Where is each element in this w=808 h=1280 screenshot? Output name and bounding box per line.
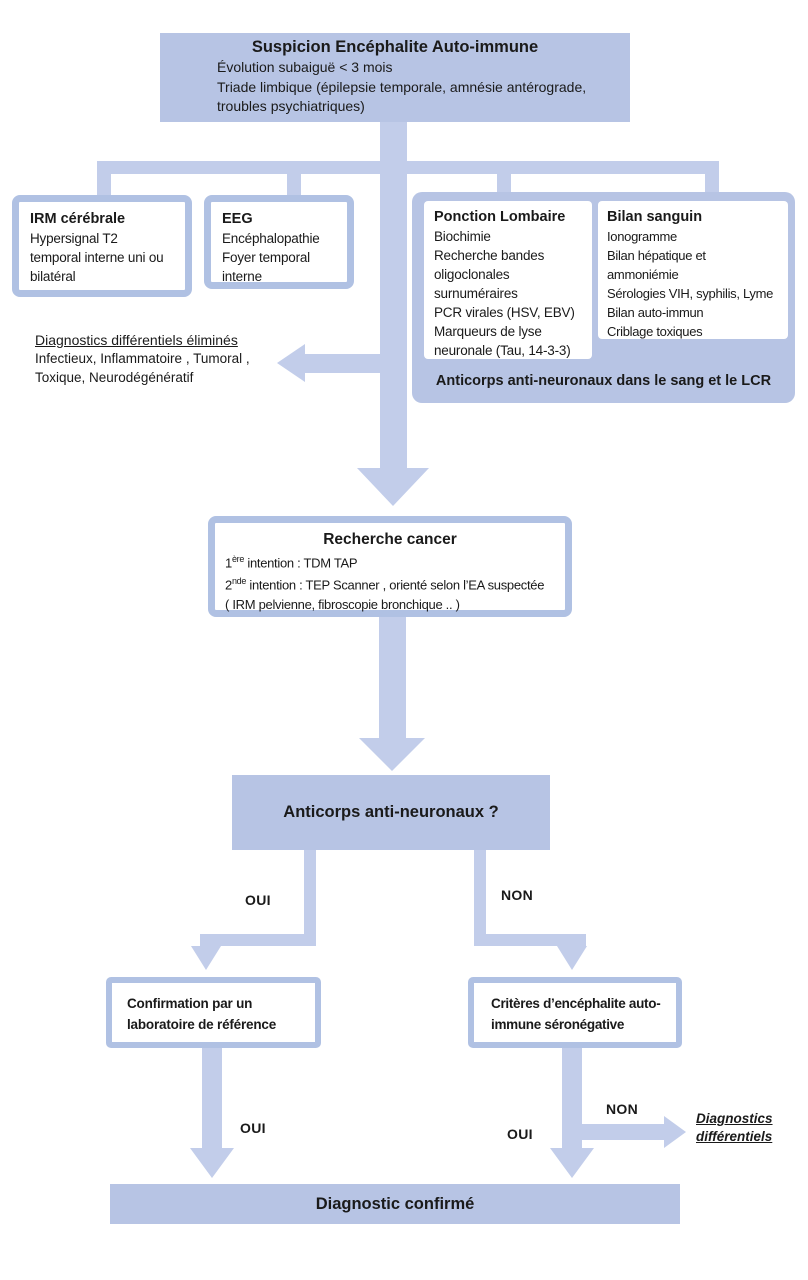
non-side-arrowhead — [664, 1116, 686, 1148]
down-arrowhead-main — [357, 468, 429, 506]
cancer-line-2: 2nde intention : TEP Scanner , orienté s… — [215, 572, 565, 594]
non-branch-hline — [474, 934, 586, 946]
ponction-line: surnuméraires — [434, 286, 518, 301]
differentials-line: Infectieux, Inflammatoire , Tumoral , — [35, 351, 250, 366]
secondary-differentials: Diagnostics différentiels — [696, 1110, 791, 1146]
oui-branch-arrowhead — [191, 946, 221, 970]
suspicion-line: Triade limbique (épilepsie temporale, am… — [217, 78, 587, 95]
eeg-line: Foyer temporal — [222, 250, 310, 265]
seronegative-down-arrowhead — [550, 1148, 594, 1178]
distribution-bar — [97, 161, 719, 174]
eeg-title: EEG — [222, 211, 253, 227]
cancer-line-1-sup: ère — [231, 554, 245, 564]
cancer-line-2-text: intention : TEP Scanner , orienté selon … — [246, 577, 545, 593]
seronegative-node: Critères d’encéphalite auto- immune séro… — [468, 977, 682, 1048]
bilan-line: Ionogramme — [607, 229, 677, 244]
diagnosis-confirmed-bar: Diagnostic confirmé — [110, 1184, 680, 1224]
confirmation-line: Confirmation par un — [127, 996, 253, 1011]
main-vertical-line — [380, 122, 407, 468]
antibody-banner: Anticorps anti-neuronaux dans le sang et… — [435, 373, 772, 389]
left-arrow-shaft — [303, 354, 407, 373]
ponction-title: Ponction Lombaire — [434, 209, 566, 225]
cancer-line-1-text: intention : TDM TAP — [244, 555, 358, 571]
differentials-line: Toxique, Neurodégénératif — [35, 369, 194, 385]
non-side-arrow-shaft — [582, 1124, 664, 1140]
bilan-line: Bilan auto-immun — [607, 305, 704, 320]
confirmation-down-arrowhead — [190, 1148, 234, 1178]
cancer-title: Recherche cancer — [323, 531, 457, 548]
non-branch-vline — [474, 850, 486, 946]
confirmation-node: Confirmation par un laboratoire de référ… — [106, 977, 321, 1048]
differentials-heading: Diagnostics différentiels éliminés — [35, 332, 238, 348]
eeg-line: interne — [222, 269, 262, 284]
cancer-line-2-num: 2 — [225, 577, 232, 593]
irm-line: bilatéral — [30, 269, 76, 284]
ponction-line: PCR virales (HSV, EBV) — [434, 305, 575, 320]
drop-line-bs — [705, 170, 719, 196]
non-label-right: NON — [501, 887, 534, 903]
decision-node: Anticorps anti-neuronaux ? — [232, 775, 550, 850]
left-arrowhead — [277, 344, 305, 382]
ponction-line: Marqueurs de lyse — [434, 324, 542, 339]
cancer-line-2-sup: nde — [231, 576, 247, 587]
bilan-line: Criblage toxiques — [607, 324, 703, 339]
suspicion-line: troubles psychiatriques) — [217, 98, 365, 114]
irm-line: Hypersignal T2 — [30, 231, 118, 246]
cancer-line-1-num: 1 — [225, 555, 232, 571]
eeg-line: Encéphalopathie — [222, 231, 320, 246]
down-arrowhead-decision — [359, 738, 425, 771]
ponction-line: neuronale (Tau, 14-3-3) — [434, 343, 571, 358]
bilan-title: Bilan sanguin — [607, 209, 703, 225]
confirmation-down-line — [202, 1048, 222, 1148]
bilan-line: Sérologies VIH, syphilis, Lyme — [607, 286, 774, 301]
seronegative-line: Critères d’encéphalite auto- — [491, 996, 661, 1011]
ponction-line: Biochimie — [434, 229, 491, 244]
cancer-node: Recherche cancer 1ère intention : TDM TA… — [208, 516, 572, 617]
differentials-block: Diagnostics différentiels éliminés Infec… — [35, 331, 295, 387]
bilan-node: Bilan sanguin Ionogramme Bilan hépatique… — [598, 201, 788, 339]
ponction-line: Recherche bandes — [434, 248, 545, 263]
oui-label-confirm: OUI — [240, 1120, 266, 1136]
suspicion-node: Suspicion Encéphalite Auto-immune Évolut… — [160, 33, 630, 122]
secondary-differentials-line: différentiels — [696, 1129, 773, 1144]
bilan-line: ammoniémie — [607, 267, 679, 282]
seronegative-line: immune séronégative — [491, 1017, 625, 1032]
non-label-seroneg: NON — [606, 1101, 639, 1117]
cancer-decision-line — [379, 617, 406, 738]
irm-line: temporal interne uni ou — [30, 250, 164, 265]
oui-label-left: OUI — [245, 892, 271, 908]
cancer-line-3: ( IRM pelvienne, fibroscopie bronchique … — [225, 596, 460, 612]
drop-line-pl — [497, 170, 511, 196]
eeg-node: EEG Encéphalopathie Foyer temporal inter… — [204, 195, 354, 289]
drop-line-eeg — [287, 170, 301, 196]
non-branch-arrowhead — [557, 946, 587, 970]
oui-branch-vline — [304, 850, 316, 946]
cancer-line-1: 1ère intention : TDM TAP — [215, 550, 565, 572]
confirmation-line: laboratoire de référence — [127, 1017, 277, 1032]
drop-line-irm — [97, 170, 111, 196]
oui-label-seroneg: OUI — [507, 1126, 533, 1142]
irm-node: IRM cérébrale Hypersignal T2 temporal in… — [12, 195, 192, 297]
secondary-differentials-line: Diagnostics — [696, 1111, 773, 1126]
seronegative-down-line — [562, 1048, 582, 1148]
ponction-line: oligoclonales — [434, 267, 510, 282]
bilan-line: Bilan hépatique et — [607, 248, 706, 263]
irm-title: IRM cérébrale — [30, 211, 126, 227]
oui-branch-hline — [200, 934, 316, 946]
suspicion-line: Évolution subaiguë < 3 mois — [217, 59, 393, 75]
ponction-node: Ponction Lombaire Biochimie Recherche ba… — [424, 201, 592, 359]
suspicion-title: Suspicion Encéphalite Auto-immune — [251, 38, 539, 56]
